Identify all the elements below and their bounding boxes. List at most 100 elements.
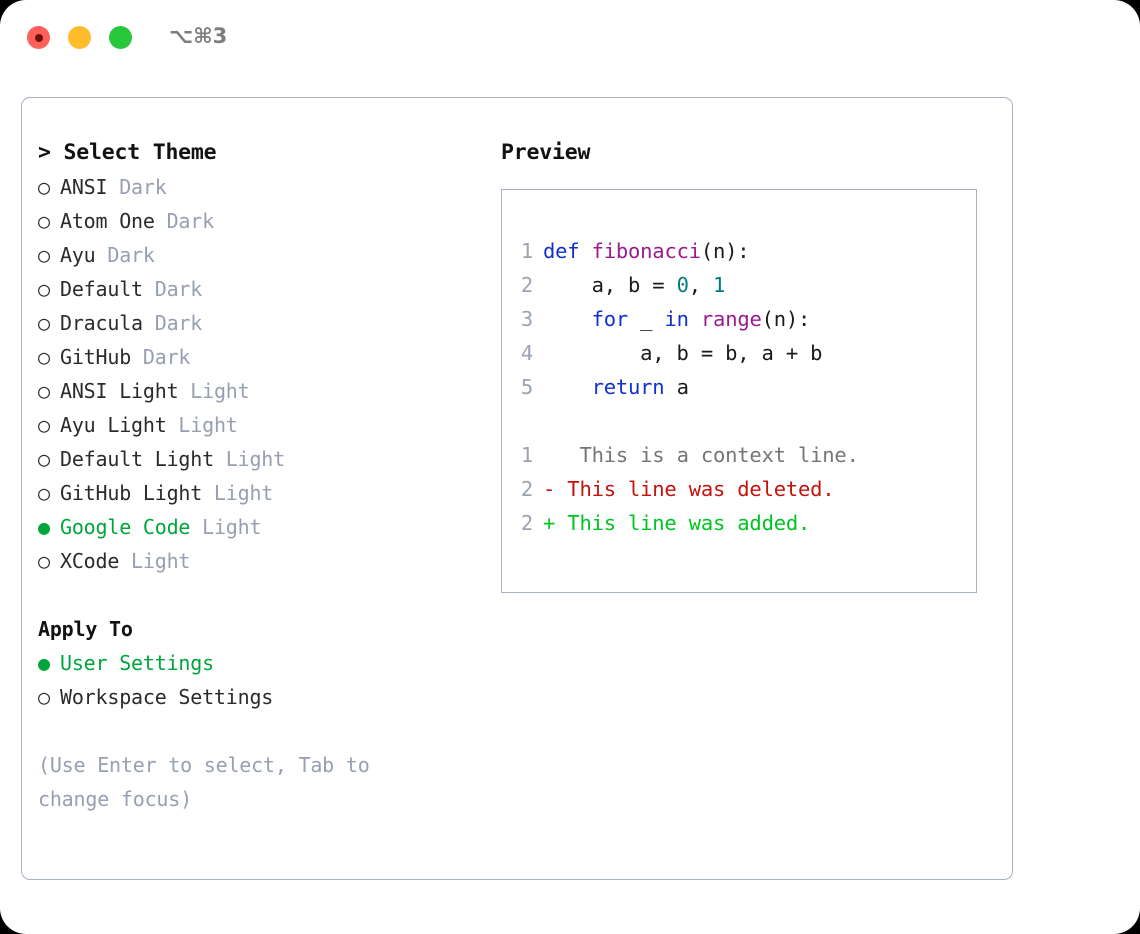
code-token: [543, 375, 592, 399]
apply-to-option-user-settings[interactable]: ● User Settings: [38, 646, 468, 680]
theme-list-header: > Select Theme: [38, 140, 217, 165]
apply-to-header: Apply To: [38, 617, 133, 641]
theme-variant-tag: Dark: [95, 243, 155, 267]
code-token: in: [664, 307, 689, 331]
keyboard-hint-text: (Use Enter to select, Tab to change focu…: [38, 753, 370, 811]
code-token: (n):: [761, 307, 811, 331]
list-spacer: [38, 578, 468, 612]
line-number: 3: [520, 307, 533, 331]
apply-to-option-list[interactable]: ● User Settings ○ Workspace Settings: [38, 646, 468, 714]
code-token: 1: [713, 273, 726, 297]
code-token: [689, 307, 701, 331]
theme-option-label: ANSI Light: [60, 379, 179, 403]
theme-option-label: GitHub: [60, 345, 132, 369]
code-token: ,: [688, 273, 714, 297]
content-panel: > Select Theme ○ANSI Dark○Atom One Dark○…: [21, 97, 1013, 880]
code-token: range: [700, 307, 762, 331]
theme-option-label: Google Code: [60, 515, 191, 539]
code-token: a: [664, 375, 689, 399]
code-line: 4 a, b = b, a + b: [513, 336, 970, 370]
apply-to-option-workspace-settings[interactable]: ○ Workspace Settings: [38, 680, 468, 714]
line-number: 4: [520, 341, 533, 365]
diff-text: This is a context line.: [555, 443, 859, 467]
theme-option-atom-one[interactable]: ○Atom One Dark: [38, 204, 468, 238]
theme-option-label: XCode: [60, 549, 120, 573]
theme-option-ayu[interactable]: ○Ayu Dark: [38, 238, 468, 272]
code-line: 2 a, b = 0, 1: [513, 268, 970, 302]
theme-option-ansi[interactable]: ○ ANSI Dark: [38, 170, 468, 204]
theme-option-default-light[interactable]: ○ Default Light Light: [38, 442, 468, 476]
diff-line-group: 1 This is a context line. 2- This line wa…: [513, 438, 970, 540]
theme-variant-tag: Light: [213, 447, 285, 471]
radio-selected-icon: ●: [38, 651, 50, 675]
code-line: 5 return a: [513, 370, 970, 404]
code-line: 3 for _ in range(n):: [513, 302, 970, 336]
radio-unselected-icon: ○: [38, 311, 50, 335]
theme-option-label: Default: [60, 277, 143, 301]
close-button[interactable]: [27, 26, 50, 49]
theme-option-label: ANSI: [60, 175, 108, 199]
code-token: (n):: [700, 239, 750, 263]
titlebar-shortcut-label: ⌥⌘3: [169, 24, 228, 48]
diff-marker: -: [543, 477, 556, 501]
code-token: 0: [676, 273, 689, 297]
diff-line-ctx: 1 This is a context line.: [513, 438, 970, 472]
radio-unselected-icon: ○: [38, 549, 50, 573]
diff-marker: [543, 443, 555, 467]
theme-option-label: Atom One: [60, 209, 155, 233]
code-token: [543, 307, 592, 331]
theme-option-label: Ayu Light: [60, 413, 167, 437]
theme-option-list[interactable]: ○ANSI Dark○Atom One Dark○Ayu Dark○Defaul…: [38, 170, 468, 578]
window-controls: [27, 26, 132, 49]
theme-option-ayu-light[interactable]: ○Ayu Light Light: [38, 408, 468, 442]
line-number: 2: [520, 511, 533, 535]
code-token: a, b = b, a + b: [543, 341, 823, 365]
radio-unselected-icon: ○: [38, 447, 50, 471]
theme-variant-tag: Dark: [142, 277, 203, 301]
theme-variant-tag: Light: [190, 515, 262, 539]
theme-option-github[interactable]: ○ GitHub Dark: [38, 340, 468, 374]
theme-variant-tag: Dark: [107, 175, 167, 199]
theme-variant-tag: Dark: [142, 311, 203, 335]
theme-variant-tag: Light: [178, 379, 250, 403]
theme-selector-column: > Select Theme ○ANSI Dark○Atom One Dark○…: [38, 136, 468, 816]
radio-unselected-icon: ○: [38, 345, 50, 369]
theme-option-ansi-light[interactable]: ○ ANSI Light Light: [38, 374, 468, 408]
titlebar: ⌥⌘3: [0, 0, 1140, 78]
apply-to-option-label: Workspace Settings: [60, 685, 274, 709]
radio-unselected-icon: ○: [38, 379, 50, 403]
code-token: def: [543, 239, 580, 263]
radio-unselected-icon: ○: [38, 209, 50, 233]
theme-variant-tag: Light: [202, 481, 274, 505]
theme-option-default[interactable]: ○Default Dark: [38, 272, 468, 306]
code-token: a, b =: [543, 273, 677, 297]
theme-variant-tag: Dark: [131, 345, 191, 369]
diff-text: This line was deleted.: [555, 477, 835, 501]
theme-variant-tag: Light: [119, 549, 191, 573]
theme-option-dracula[interactable]: ○Dracula Dark: [38, 306, 468, 340]
line-number: 2: [520, 273, 533, 297]
zoom-button[interactable]: [109, 26, 132, 49]
diff-marker: +: [543, 511, 556, 535]
apply-to-option-label: User Settings: [60, 651, 214, 675]
radio-unselected-icon: ○: [38, 685, 50, 709]
line-number: 2: [520, 477, 533, 501]
code-token: for: [591, 307, 629, 331]
theme-option-label: Default Light: [60, 447, 214, 471]
radio-unselected-icon: ○: [38, 175, 50, 199]
theme-option-google-code[interactable]: ● Google Code Light: [38, 510, 468, 544]
radio-selected-icon: ●: [38, 515, 50, 539]
code-token: _: [628, 307, 665, 331]
theme-option-github-light[interactable]: ○ GitHub Light Light: [38, 476, 468, 510]
code-token: [579, 239, 591, 263]
minimize-button[interactable]: [68, 26, 91, 49]
theme-variant-tag: Light: [166, 413, 238, 437]
theme-option-xcode[interactable]: ○ XCode Light: [38, 544, 468, 578]
theme-option-label: GitHub Light: [60, 481, 203, 505]
radio-unselected-icon: ○: [38, 481, 50, 505]
